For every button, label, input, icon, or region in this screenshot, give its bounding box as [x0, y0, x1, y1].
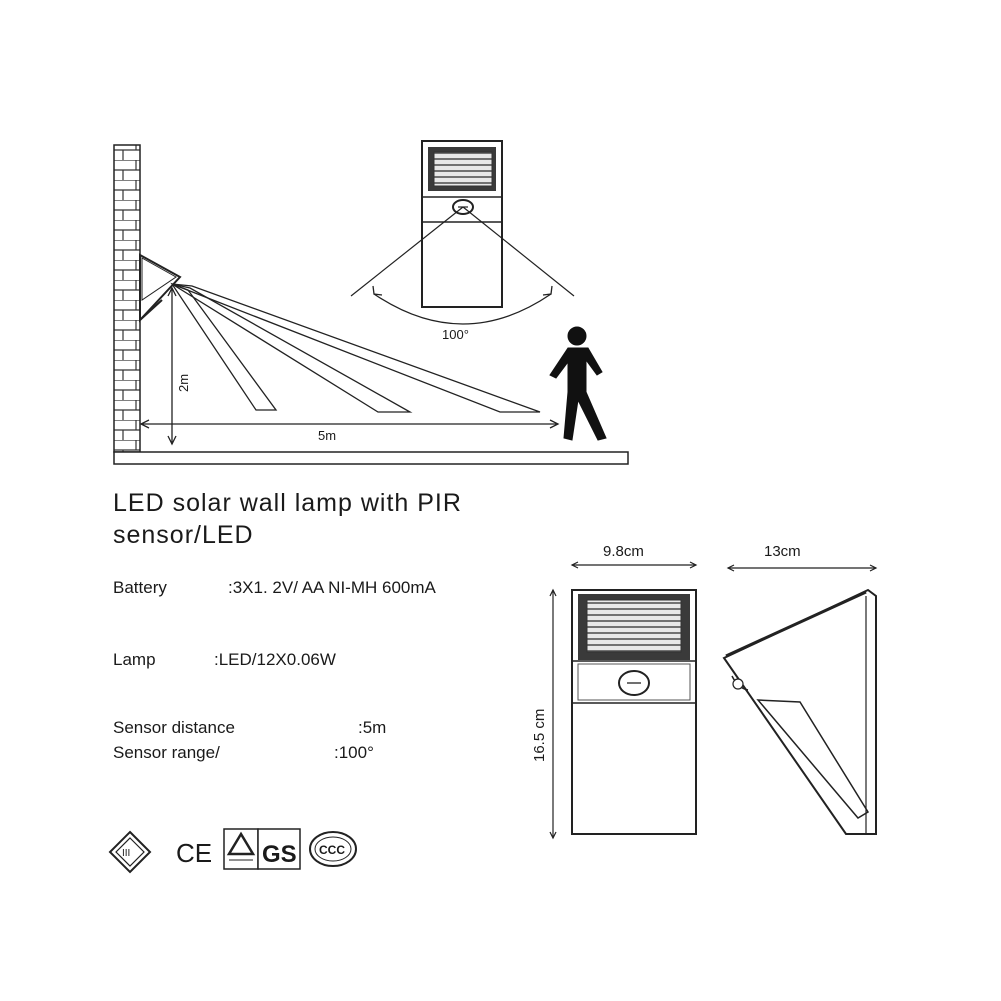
dimension-drawings: 9.8cm 13cm 16.5 cm	[531, 543, 878, 840]
height-dimension	[167, 286, 177, 446]
sensor-range-label: Sensor range/	[113, 743, 220, 762]
detection-beams	[170, 282, 541, 413]
gs-mark-icon: GS	[257, 828, 301, 870]
ce-mark-icon: CE	[176, 838, 212, 868]
battery-label: Battery	[113, 578, 167, 597]
detection-angle-view: 100°	[350, 140, 575, 342]
lamp-value: :LED/12X0.06W	[214, 650, 336, 669]
svg-text:III: III	[122, 848, 130, 859]
person-icon	[549, 326, 607, 441]
ccc-mark-icon: CCC	[309, 831, 357, 867]
mount-height-label: 2m	[176, 374, 191, 392]
lamp-side-view	[722, 588, 877, 835]
distance-dimension	[139, 419, 560, 429]
installation-scene: 2m 5m	[113, 144, 629, 465]
detection-distance-label: 5m	[318, 428, 336, 443]
safety-mark-icon	[223, 828, 259, 870]
wall-lamp-side	[139, 253, 182, 323]
sensor-range-value: :100°	[334, 743, 374, 762]
class-iii-icon: III	[108, 830, 152, 874]
lamp-label: Lamp	[113, 650, 156, 669]
battery-value: :3X1. 2V/ AA NI-MH 600mA	[228, 578, 436, 597]
certification-marks: III CE GS CCC	[108, 828, 357, 874]
product-title: LED solar wall lamp with PIR sensor/LED	[113, 489, 462, 549]
detection-angle-label: 100°	[442, 327, 469, 342]
brick-wall	[113, 144, 141, 453]
depth-dimension-label: 13cm	[764, 543, 801, 560]
svg-text:CCC: CCC	[319, 843, 345, 857]
height-dimension-label: 16.5 cm	[531, 709, 548, 762]
ground	[113, 451, 629, 465]
width-dimension-label: 9.8cm	[603, 543, 644, 560]
sensor-distance-value: :5m	[358, 718, 387, 737]
svg-text:CE: CE	[176, 838, 212, 868]
svg-text:GS: GS	[262, 841, 297, 868]
lamp-front-view	[571, 589, 697, 835]
sensor-distance-label: Sensor distance	[113, 718, 235, 737]
